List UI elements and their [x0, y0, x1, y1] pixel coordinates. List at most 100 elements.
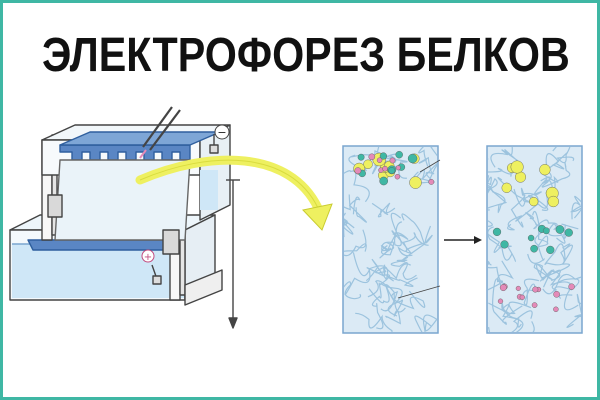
positive-sign: +	[144, 252, 152, 263]
gel-fiber	[488, 310, 533, 332]
protein-dot	[382, 165, 388, 172]
gel-fiber	[569, 195, 581, 220]
protein-mixture	[353, 150, 435, 189]
gel-fiber	[542, 273, 581, 295]
protein-dot	[357, 153, 365, 161]
separated-protein-bands	[492, 160, 575, 312]
protein-dot	[510, 160, 524, 174]
gel-fiber	[488, 260, 514, 291]
protein-dot	[546, 245, 555, 255]
gel-fiber	[391, 225, 433, 254]
gel-fiber	[532, 210, 549, 248]
protein-dot	[395, 150, 403, 159]
protein-dot	[555, 225, 565, 234]
protein-dot	[501, 182, 512, 193]
gel-fiber	[375, 263, 412, 280]
gel-fiber	[492, 278, 523, 325]
protein-dot	[497, 298, 504, 304]
gel-panel-after	[486, 145, 583, 334]
protein-dot	[354, 167, 362, 175]
gel-fiber	[488, 220, 513, 261]
gel-fiber	[488, 184, 508, 211]
protein-dot	[532, 286, 539, 293]
gel-fiber	[344, 229, 367, 257]
gel-fiber	[371, 202, 396, 218]
zoom-arrow	[135, 155, 333, 231]
protein-dot	[368, 153, 376, 161]
positive-electrode-badge: +	[141, 249, 155, 263]
negative-sign: −	[217, 126, 226, 139]
protein-dot	[553, 290, 560, 298]
protein-dot	[527, 234, 535, 242]
gel-fiber	[533, 244, 574, 281]
gel-fiber	[507, 192, 539, 231]
clamp-upper	[47, 194, 63, 218]
protein-dot	[539, 164, 551, 176]
protein-dot	[547, 195, 559, 208]
protein-dot	[500, 240, 509, 249]
protein-dot	[568, 283, 575, 290]
gel-fiber	[525, 211, 558, 231]
protein-dot	[492, 227, 502, 237]
gel-fiber	[414, 314, 437, 332]
pointer-line	[397, 285, 441, 299]
protein-dot	[363, 159, 373, 170]
negative-electrode	[209, 134, 219, 154]
gel-fiber	[552, 147, 575, 164]
gel-fiber	[371, 282, 384, 330]
protein-dot	[394, 173, 401, 180]
gel-fiber	[355, 312, 393, 332]
separation-arrow	[444, 236, 482, 244]
gel-fiber	[488, 175, 498, 194]
gel-fiber	[380, 290, 426, 312]
protein-dot	[409, 176, 422, 189]
gel-fiber	[535, 263, 561, 282]
electrophoresis-apparatus	[9, 106, 240, 329]
gel-fiber	[344, 194, 351, 211]
protein-dot	[389, 157, 396, 164]
protein-dot	[407, 153, 418, 164]
positive-electrode	[151, 264, 162, 285]
gel-fiber	[380, 241, 395, 256]
protein-dot	[395, 165, 401, 171]
protein-dot	[531, 302, 538, 308]
gel-fiber	[344, 170, 370, 203]
clamp-lower	[162, 229, 180, 255]
protein-dot	[529, 197, 539, 207]
pointer-line	[419, 159, 441, 173]
negative-electrode-badge: −	[214, 124, 230, 140]
protein-dot	[499, 284, 507, 291]
gel-fiber	[566, 293, 581, 328]
protein-dot	[564, 228, 573, 237]
gel-fiber	[390, 212, 409, 247]
gel-fiber	[490, 147, 518, 168]
gel-fiber	[430, 147, 437, 157]
gel-fiber	[352, 252, 389, 282]
gel-fiber	[544, 243, 571, 266]
gel-fiber	[397, 232, 429, 257]
gel-fiber	[510, 187, 526, 228]
pipette-icon	[139, 106, 181, 159]
lower-buffer-tank	[9, 214, 216, 301]
protein-dot	[376, 157, 383, 163]
protein-dot	[530, 244, 538, 253]
protein-dot	[519, 294, 525, 300]
protein-dot	[379, 152, 388, 160]
gel-fiber	[344, 281, 362, 300]
gel-fiber	[348, 196, 367, 223]
protein-dot	[379, 176, 389, 186]
gel-fiber	[386, 275, 418, 287]
gel-fiber	[344, 220, 354, 238]
gel-fiber	[542, 269, 579, 311]
protein-dot	[428, 178, 435, 185]
gel-fiber	[390, 259, 417, 280]
gel-fiber	[418, 156, 435, 183]
protein-dot	[388, 167, 396, 175]
gel-panel-before	[342, 145, 441, 334]
gel-length-indicator	[226, 179, 240, 329]
gel-fiber	[418, 147, 429, 167]
protein-dot	[553, 306, 559, 312]
protein-dot	[542, 227, 550, 235]
protein-dot	[515, 285, 521, 291]
